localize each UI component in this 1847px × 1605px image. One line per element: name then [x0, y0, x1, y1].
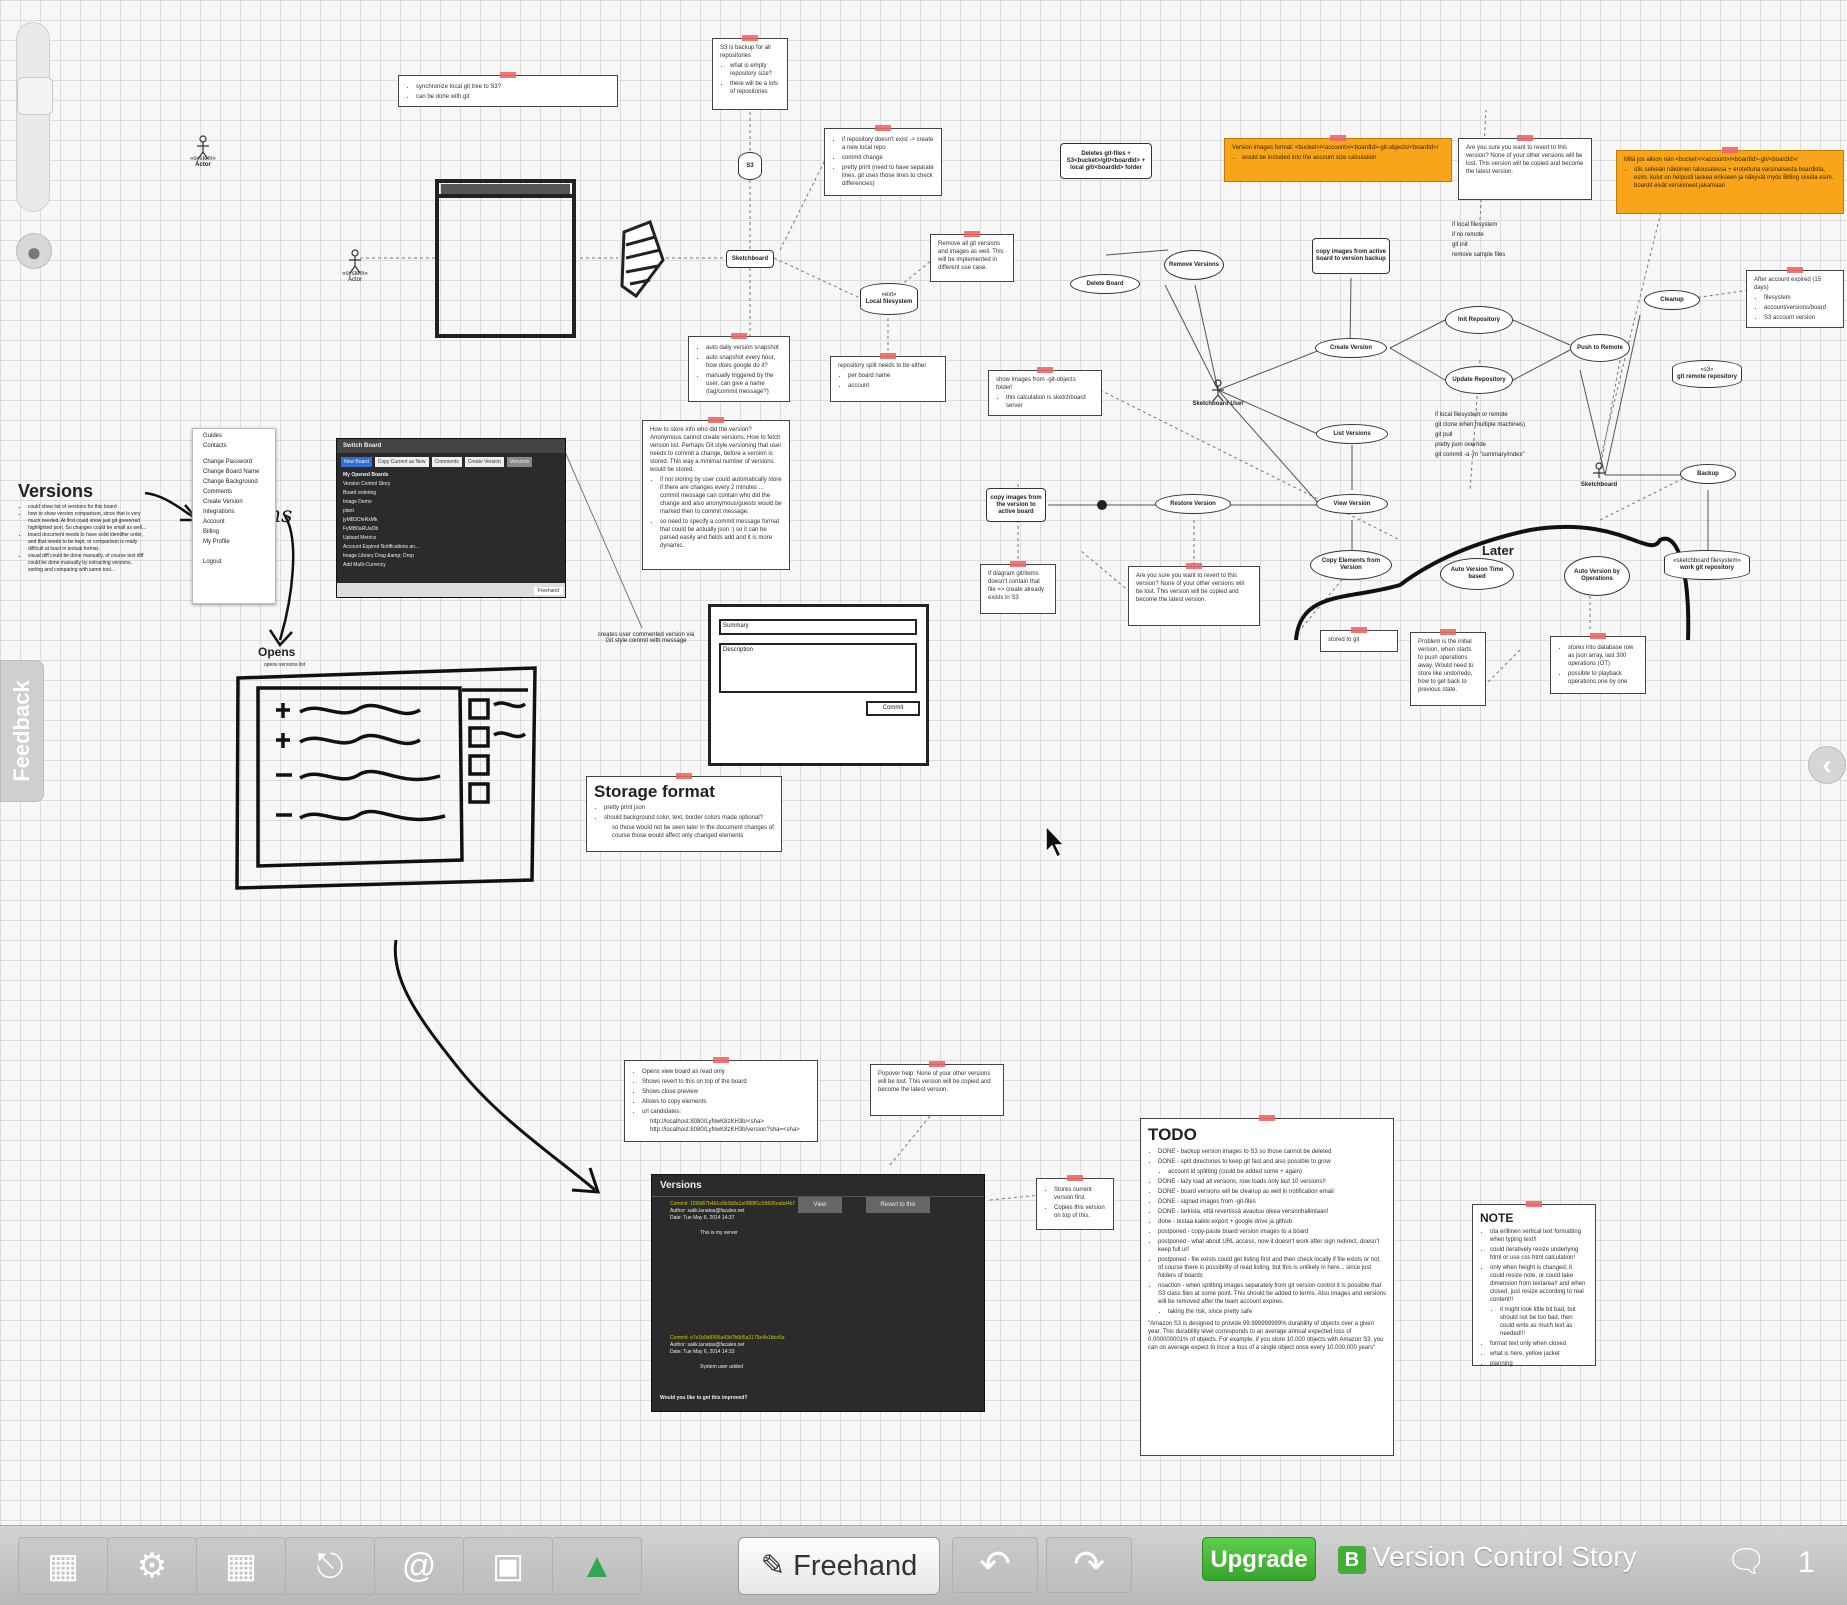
init-repository-usecase[interactable]: Init Repository	[1445, 306, 1513, 334]
commit-form[interactable]: Summary Description Commit	[708, 604, 929, 766]
note-revert-mid[interactable]: Are you sure you want to revert to this …	[1128, 563, 1260, 626]
drive-icon[interactable]: ▲	[552, 1537, 642, 1595]
description-input[interactable]: Description	[719, 643, 917, 693]
feedback-tab[interactable]: Feedback	[0, 660, 44, 802]
note-how-to-store[interactable]: How to store info who did the version? A…	[642, 417, 790, 570]
sketchboard-label: Sketchboard	[1580, 482, 1618, 488]
copy-images-to-board-node[interactable]: copy images from the version to active b…	[986, 488, 1046, 522]
chat-icon[interactable]: 🗨	[1726, 1543, 1767, 1579]
actor-label: «system»Actor	[190, 156, 216, 168]
note-repo-missing[interactable]: if repository doesn't exist -> create a …	[824, 125, 942, 196]
delete-board-usecase[interactable]: Delete Board	[1070, 274, 1140, 294]
work-git-repository[interactable]: «sketchboard filesystem»work git reposit…	[1664, 550, 1750, 580]
sketchboard-user-label: Sketchboard User	[1192, 401, 1244, 407]
note-remove-all[interactable]: Remove all git versions and images as we…	[930, 231, 1014, 282]
note-todo[interactable]: TODO DONE - backup version images to S3 …	[1140, 1115, 1394, 1456]
note-sync[interactable]: synchronize local git tree to S3?can be …	[398, 72, 618, 107]
zoom-slider[interactable]	[16, 22, 53, 212]
backup-usecase[interactable]: Backup	[1680, 464, 1736, 484]
later-label: Later	[1482, 543, 1514, 558]
board-icon: B	[1338, 1546, 1366, 1574]
note-revert-confirm[interactable]: Are you sure you want to revert to this …	[1458, 135, 1592, 200]
versions-dialog[interactable]: Versions View Revert to this Commit: 1f3…	[651, 1174, 985, 1412]
firewall-icon	[620, 220, 665, 299]
note-opens-view[interactable]: Opens view board as read onlyShows rever…	[624, 1057, 818, 1142]
opens-label: Opens	[258, 645, 296, 659]
actor-label: «system»Actor	[342, 271, 368, 283]
note-after-expired[interactable]: After account expired (15 days)filesyste…	[1746, 267, 1844, 328]
switch-board-panel[interactable]: Switch Board New Board Copy Current as N…	[336, 438, 566, 598]
lock-icon[interactable]: ⎋	[285, 1537, 375, 1595]
note-stored-to-git[interactable]: stored to git	[1320, 627, 1398, 652]
view-button[interactable]: View	[798, 1197, 842, 1213]
auto-version-time-usecase[interactable]: Auto Version Time based	[1440, 558, 1514, 590]
summary-input[interactable]: Summary	[719, 619, 917, 635]
s3-storage[interactable]: S3	[738, 152, 762, 180]
note-problem[interactable]: Problem is the initial version, when sta…	[1410, 629, 1486, 706]
note-fi-images[interactable]: Mitä jos alkion nän <bucket>/<account>/<…	[1616, 147, 1844, 214]
redo-icon[interactable]: ↷	[1046, 1537, 1132, 1593]
mouse-cursor-icon	[1045, 824, 1066, 859]
connectors-layer: Versions	[144, 109, 1751, 1201]
note-diagram-json[interactable]: If diagram git/items doesn't contain tha…	[980, 561, 1056, 614]
cleanup-usecase[interactable]: Cleanup	[1644, 290, 1700, 310]
note-s3-backup[interactable]: S3 is backup for all repositorieswhat is…	[712, 35, 788, 110]
upgrade-button[interactable]: Upgrade	[1202, 1537, 1316, 1581]
comment-count: 1	[1798, 1546, 1815, 1579]
git-remote-repository[interactable]: «s3»git remote repository	[1672, 360, 1742, 388]
at-icon[interactable]: @	[374, 1537, 464, 1595]
revert-button[interactable]: Revert to this	[866, 1197, 930, 1213]
grid-icon[interactable]: ▦	[196, 1537, 286, 1595]
commit-button[interactable]: Commit	[866, 701, 920, 716]
delete-git-files-node[interactable]: Deletes git-files + S3<bucket>/git/<boar…	[1060, 143, 1152, 179]
versions-block: Versions could show list of versions for…	[18, 480, 148, 574]
view-version-usecase[interactable]: View Version	[1316, 494, 1388, 514]
list-versions-usecase[interactable]: List Versions	[1316, 424, 1388, 444]
pencil-icon: ✎	[760, 1550, 786, 1582]
note-repo-split[interactable]: repository split needs to be eitherper b…	[830, 353, 946, 402]
update-repository-usecase[interactable]: Update Repository	[1445, 366, 1513, 394]
note-auto-daily[interactable]: auto daily version snapshotauto snapshot…	[688, 333, 790, 402]
gear-icon[interactable]: ⚙	[107, 1537, 197, 1595]
note-stores-db[interactable]: stores into database row as json array, …	[1550, 633, 1646, 694]
freehand-button[interactable]: ✎ Freehand	[738, 1537, 940, 1595]
create-version-usecase[interactable]: Create Version	[1315, 338, 1387, 358]
note-storage-format[interactable]: Storage formatpretty print jsonshould ba…	[586, 773, 782, 852]
sketchboard-node[interactable]: Sketchboard	[726, 250, 774, 268]
restore-version-usecase[interactable]: Restore Version	[1155, 494, 1231, 514]
note-note[interactable]: NOTE ota erillinen vertical text formatt…	[1472, 1201, 1596, 1367]
undo-icon[interactable]: ↶	[952, 1537, 1038, 1593]
globe-icon[interactable]: ●	[16, 233, 52, 269]
copy-elements-usecase[interactable]: Copy Elements from Version	[1310, 550, 1392, 580]
opens-sublabel: opens versions list	[264, 662, 306, 668]
board-title[interactable]: Version Control Story	[1372, 1541, 1637, 1572]
document-icon[interactable]: ▦	[18, 1537, 108, 1595]
zoom-slider-handle[interactable]	[17, 77, 53, 115]
note-popover[interactable]: Popover help: None of your other version…	[870, 1061, 1004, 1116]
note-show-images[interactable]: show images from -git-objects folder!thi…	[988, 367, 1102, 416]
note-stores-current[interactable]: Stores current version firstCopies this …	[1036, 1175, 1114, 1230]
remove-versions-usecase[interactable]: Remove Versions	[1164, 250, 1224, 280]
note-version-images-format[interactable]: Version images format: <bucket>/<account…	[1224, 135, 1452, 182]
copy-images-node[interactable]: copy images from active board to version…	[1312, 238, 1390, 274]
auto-version-ops-usecase[interactable]: Auto Version by Operations	[1564, 556, 1630, 596]
push-to-remote-usecase[interactable]: Push to Remote	[1570, 334, 1630, 362]
chevron-left-icon[interactable]: ‹	[1808, 746, 1846, 784]
creates-commit-label: creates user commented version via Git s…	[597, 632, 695, 644]
inbox-icon[interactable]: ▣	[463, 1537, 553, 1595]
local-filesystem-node[interactable]: «ext»Local filesystem	[860, 283, 918, 315]
